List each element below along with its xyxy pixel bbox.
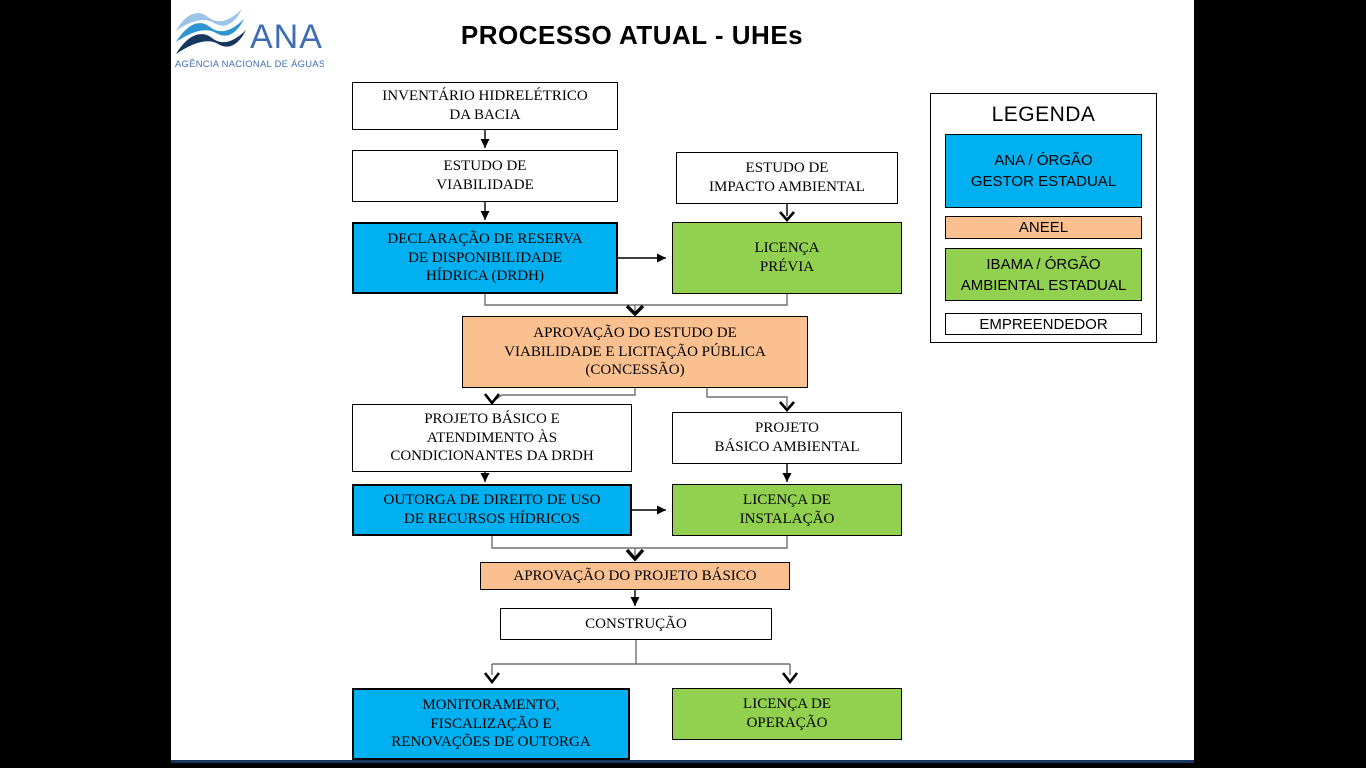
flow-box-label: INVENTÁRIO HIDRELÉTRICO DA BACIA	[382, 88, 588, 123]
flow-box-label: ESTUDO DE IMPACTO AMBIENTAL	[709, 160, 865, 195]
flow-box-label: LICENÇA DE OPERAÇÃO	[743, 696, 831, 731]
ana-logo: ANA AGÊNCIA NACIONAL DE ÁGUAS	[175, 9, 324, 69]
flow-box-label: CONSTRUÇÃO	[585, 615, 687, 632]
ana-logo-subtitle: AGÊNCIA NACIONAL DE ÁGUAS	[175, 58, 324, 69]
flow-box-drdh: DECLARAÇÃO DE RESERVA DE DISPONIBILIDADE…	[352, 222, 618, 294]
flow-box-licenca-previa: LICENÇA PRÉVIA	[672, 222, 902, 294]
flow-box-label: PROJETO BÁSICO AMBIENTAL	[714, 420, 860, 455]
flow-box-aprovacao-estudo-viabilidade: APROVAÇÃO DO ESTUDO DE VIABILIDADE E LIC…	[462, 316, 808, 388]
flow-box-label: APROVAÇÃO DO PROJETO BÁSICO	[513, 567, 757, 584]
legend-item-aneel: ANEEL	[945, 216, 1142, 239]
flow-box-outorga: OUTORGA DE DIREITO DE USO DE RECURSOS HÍ…	[352, 484, 632, 536]
flow-box-licenca-instalacao: LICENÇA DE INSTALAÇÃO	[672, 484, 902, 536]
legend-title: LEGENDA	[991, 103, 1096, 126]
flow-box-inventario-hidreletrico: INVENTÁRIO HIDRELÉTRICO DA BACIA	[352, 82, 618, 130]
flow-box-licenca-operacao: LICENÇA DE OPERAÇÃO	[672, 688, 902, 740]
flow-box-estudo-viabilidade: ESTUDO DE VIABILIDADE	[352, 150, 618, 202]
legend-item-label: IBAMA / ÓRGÃO AMBIENTAL ESTADUAL	[960, 255, 1127, 294]
legend-item-ana: ANA / ÓRGÃO GESTOR ESTADUAL	[945, 134, 1142, 208]
flow-box-label: LICENÇA PRÉVIA	[754, 240, 820, 275]
legend-item-empreendedor: EMPREENDEDOR	[945, 313, 1142, 335]
slide-bottom-rule	[171, 760, 1194, 763]
flow-box-label: DECLARAÇÃO DE RESERVA DE DISPONIBILIDADE…	[387, 230, 583, 285]
flow-box-projeto-basico-condicionantes: PROJETO BÁSICO E ATENDIMENTO ÀS CONDICIO…	[352, 404, 632, 472]
ana-logo-acronym: ANA	[250, 18, 323, 56]
flow-box-construcao: CONSTRUÇÃO	[500, 608, 772, 640]
ana-wave-icon	[176, 9, 246, 54]
slide-title: PROCESSO ATUAL - UHEs	[460, 20, 804, 50]
flow-box-label: MONITORAMENTO, FISCALIZAÇÃO E RENOVAÇÕES…	[391, 696, 591, 751]
arrow-stems	[480, 130, 792, 606]
flow-box-label: OUTORGA DE DIREITO DE USO DE RECURSOS HÍ…	[383, 492, 601, 527]
flow-box-label: ESTUDO DE VIABILIDADE	[436, 158, 534, 193]
chevron-arrowheads	[483, 211, 799, 685]
flow-box-label: PROJETO BÁSICO E ATENDIMENTO ÀS CONDICIO…	[390, 410, 594, 465]
legend-item-label: EMPREENDEDOR	[979, 315, 1108, 333]
legend-item-ibama: IBAMA / ÓRGÃO AMBIENTAL ESTADUAL	[945, 248, 1142, 301]
flow-box-monitoramento: MONITORAMENTO, FISCALIZAÇÃO E RENOVAÇÕES…	[352, 688, 630, 760]
flow-box-projeto-basico-ambiental: PROJETO BÁSICO AMBIENTAL	[672, 412, 902, 464]
flow-box-label: LICENÇA DE INSTALAÇÃO	[739, 492, 835, 527]
flow-box-label: APROVAÇÃO DO ESTUDO DE VIABILIDADE E LIC…	[504, 324, 766, 379]
flow-box-estudo-impacto-ambiental: ESTUDO DE IMPACTO AMBIENTAL	[676, 152, 898, 204]
legend-item-label: ANA / ÓRGÃO GESTOR ESTADUAL	[970, 152, 1117, 190]
legend-panel: LEGENDA ANA / ÓRGÃO GESTOR ESTADUAL ANEE…	[930, 93, 1157, 343]
flow-box-aprovacao-projeto-basico: APROVAÇÃO DO PROJETO BÁSICO	[480, 562, 790, 590]
legend-item-label: ANEEL	[1018, 219, 1069, 236]
